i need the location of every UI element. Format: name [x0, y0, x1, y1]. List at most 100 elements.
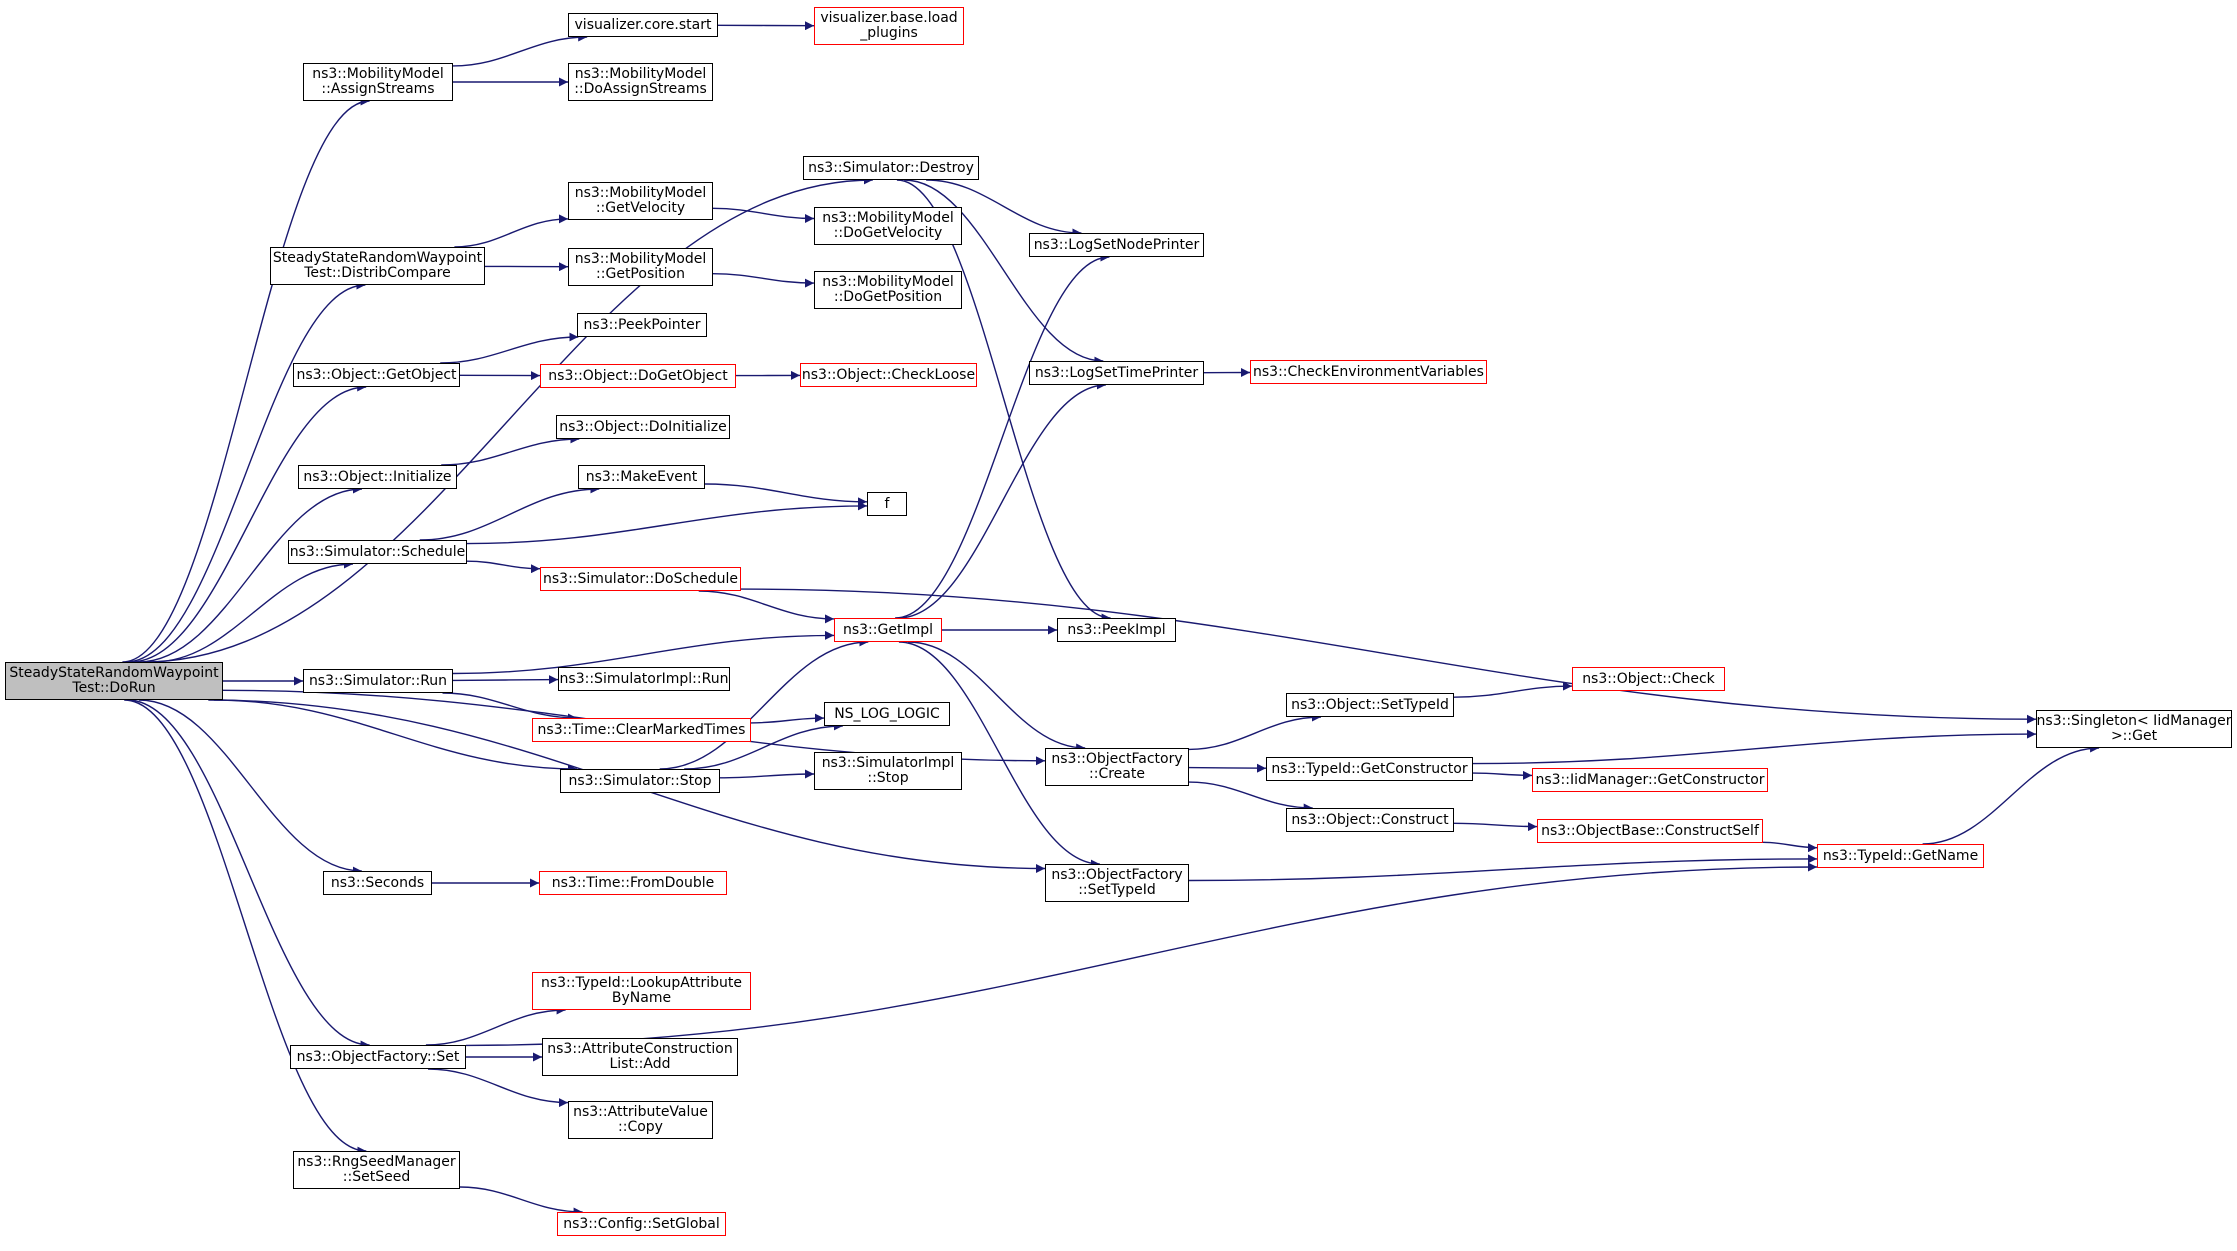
- edge-ofset-to-attrcopy: [427, 1068, 569, 1108]
- node-ofsettypeid[interactable]: ns3::ObjectFactory::SetTypeId: [1045, 864, 1189, 902]
- node-label-line: ns3::RngSeedManager: [297, 1154, 456, 1170]
- node-label-line: ns3::CheckEnvironmentVariables: [1253, 363, 1484, 380]
- edge-setseed-to-setglobal: [459, 1186, 583, 1217]
- edge-getvelocity-to-dogetvelocity: [712, 207, 815, 223]
- edge-dorun-to-initialize: [138, 484, 363, 663]
- node-label-line: ns3::AttributeConstruction: [547, 1041, 733, 1057]
- node-setseed[interactable]: ns3::RngSeedManager::SetSeed: [293, 1151, 460, 1189]
- node-label-line: ns3::MobilityModel: [574, 185, 707, 201]
- node-logtimeprinter[interactable]: ns3::LogSetTimePrinter: [1029, 361, 1204, 385]
- node-label-line: ::Copy: [618, 1119, 663, 1135]
- node-initialize[interactable]: ns3::Object::Initialize: [298, 465, 457, 489]
- node-dogetobject[interactable]: ns3::Object::DoGetObject: [540, 364, 736, 388]
- node-label-line: _plugins: [860, 25, 918, 41]
- node-label-line: ns3::PeekImpl: [1067, 621, 1166, 638]
- node-singletonget[interactable]: ns3::Singleton< IidManager>::Get: [2036, 710, 2232, 748]
- node-f[interactable]: f: [867, 492, 907, 516]
- node-label-line: ns3::Config::SetGlobal: [563, 1215, 720, 1232]
- node-doinitialize[interactable]: ns3::Object::DoInitialize: [556, 415, 730, 439]
- node-label-line: ns3::TypeId::GetConstructor: [1271, 760, 1468, 777]
- edge-ofcreate-to-getconstructor: [1188, 763, 1267, 773]
- node-ofset[interactable]: ns3::ObjectFactory::Set: [290, 1045, 466, 1069]
- node-schedule[interactable]: ns3::Simulator::Schedule: [288, 540, 467, 564]
- edge-destroy-to-peekimpl: [896, 179, 1111, 623]
- node-stop[interactable]: ns3::Simulator::Stop: [560, 769, 720, 793]
- node-check[interactable]: ns3::Object::Check: [1572, 667, 1725, 691]
- node-dogetvelocity[interactable]: ns3::MobilityModel::DoGetVelocity: [814, 207, 962, 245]
- node-assignstreams[interactable]: ns3::MobilityModel::AssignStreams: [303, 63, 453, 101]
- edge-schedule-to-doschedule: [466, 560, 541, 574]
- node-label-line: ns3::Simulator::DoSchedule: [543, 570, 738, 587]
- node-setglobal[interactable]: ns3::Config::SetGlobal: [557, 1212, 726, 1236]
- node-ofcreate[interactable]: ns3::ObjectFactory::Create: [1045, 748, 1189, 786]
- edge-getposition-to-dogetposition: [712, 273, 815, 288]
- node-vbaseload[interactable]: visualizer.base.load_plugins: [814, 7, 964, 45]
- node-getposition[interactable]: ns3::MobilityModel::GetPosition: [568, 248, 713, 286]
- node-run[interactable]: ns3::Simulator::Run: [303, 669, 453, 693]
- node-label-line: visualizer.base.load: [820, 10, 958, 26]
- node-destroy[interactable]: ns3::Simulator::Destroy: [803, 156, 979, 180]
- node-lognodeprinter[interactable]: ns3::LogSetNodePrinter: [1029, 233, 1204, 257]
- node-label-line: SteadyStateRandomWaypoint: [272, 250, 483, 266]
- node-construct[interactable]: ns3::Object::Construct: [1286, 808, 1454, 832]
- node-simimplstop[interactable]: ns3::SimulatorImpl::Stop: [814, 752, 962, 790]
- node-attrcopy[interactable]: ns3::AttributeValue::Copy: [568, 1101, 713, 1139]
- node-clearmarked[interactable]: ns3::Time::ClearMarkedTimes: [532, 718, 751, 742]
- node-label-line: visualizer.core.start: [574, 16, 712, 33]
- node-label-line: SteadyStateRandomWaypoint: [9, 665, 219, 681]
- edge-dorun-to-ofset: [127, 699, 370, 1050]
- edge-doschedule-to-getimpl: [698, 590, 835, 624]
- node-vcorestart[interactable]: visualizer.core.start: [568, 13, 718, 37]
- node-getconstructor[interactable]: ns3::TypeId::GetConstructor: [1266, 757, 1473, 781]
- edge-getobject-to-peekpointer: [440, 332, 579, 364]
- node-label-line: Test::DoRun: [72, 680, 156, 696]
- node-constructself[interactable]: ns3::ObjectBase::ConstructSelf: [1537, 819, 1763, 843]
- node-label-line: ns3::Simulator::Run: [308, 672, 448, 689]
- node-checkloose[interactable]: ns3::Object::CheckLoose: [800, 363, 977, 387]
- edge-initialize-to-doinitialize: [441, 434, 580, 466]
- edge-construct-to-constructself: [1453, 822, 1538, 832]
- node-label-line: ns3::Singleton< IidManager: [2036, 713, 2232, 729]
- edge-ofcreate-to-settypeid: [1188, 712, 1322, 751]
- node-label-line: ::AssignStreams: [321, 81, 435, 97]
- edge-settypeid-to-check: [1453, 681, 1573, 698]
- edge-stop-to-nslog: [684, 721, 843, 770]
- node-iidgetcons[interactable]: ns3::IidManager::GetConstructor: [1532, 768, 1768, 792]
- node-doassign[interactable]: ns3::MobilityModel::DoAssignStreams: [568, 63, 713, 101]
- node-label-line: ns3::MobilityModel: [822, 274, 954, 290]
- edge-stop-to-getimpl: [659, 637, 869, 770]
- node-doschedule[interactable]: ns3::Simulator::DoSchedule: [540, 567, 741, 591]
- node-simimplrun[interactable]: ns3::SimulatorImpl::Run: [558, 667, 730, 691]
- edge-distrib-to-getvelocity: [454, 214, 569, 248]
- edge-run-to-simimplrun: [452, 675, 559, 685]
- node-seconds[interactable]: ns3::Seconds: [323, 871, 432, 895]
- node-dogetposition[interactable]: ns3::MobilityModel::DoGetPosition: [814, 271, 962, 309]
- node-label-line: ns3::MobilityModel: [312, 66, 444, 82]
- node-getobject[interactable]: ns3::Object::GetObject: [293, 363, 460, 387]
- node-label-line: ns3::AttributeValue: [573, 1104, 708, 1120]
- node-getvelocity[interactable]: ns3::MobilityModel::GetVelocity: [568, 182, 713, 220]
- edge-dorun-to-seconds: [138, 699, 362, 876]
- node-fromdouble[interactable]: ns3::Time::FromDouble: [539, 871, 727, 895]
- node-settypeid[interactable]: ns3::Object::SetTypeId: [1286, 693, 1454, 717]
- node-label-line: List::Add: [609, 1056, 671, 1072]
- node-getimpl[interactable]: ns3::GetImpl: [834, 618, 942, 642]
- node-label-line: ::Stop: [867, 770, 909, 786]
- edge-ofcreate-to-construct: [1188, 781, 1313, 813]
- node-label-line: ns3::Object::DoGetObject: [548, 367, 728, 384]
- node-nslog[interactable]: NS_LOG_LOGIC: [824, 702, 950, 726]
- node-label-line: ns3::MobilityModel: [574, 251, 707, 267]
- node-label-line: ns3::SimulatorImpl: [821, 755, 955, 771]
- edge-dorun-to-stop: [213, 699, 577, 774]
- node-peekpointer[interactable]: ns3::PeekPointer: [577, 313, 707, 337]
- node-peekimpl[interactable]: ns3::PeekImpl: [1057, 618, 1176, 642]
- node-label-line: ::SetTypeId: [1078, 882, 1156, 898]
- node-makeevent[interactable]: ns3::MakeEvent: [578, 465, 705, 489]
- node-getname[interactable]: ns3::TypeId::GetName: [1817, 844, 1984, 868]
- node-checkenv[interactable]: ns3::CheckEnvironmentVariables: [1250, 360, 1487, 384]
